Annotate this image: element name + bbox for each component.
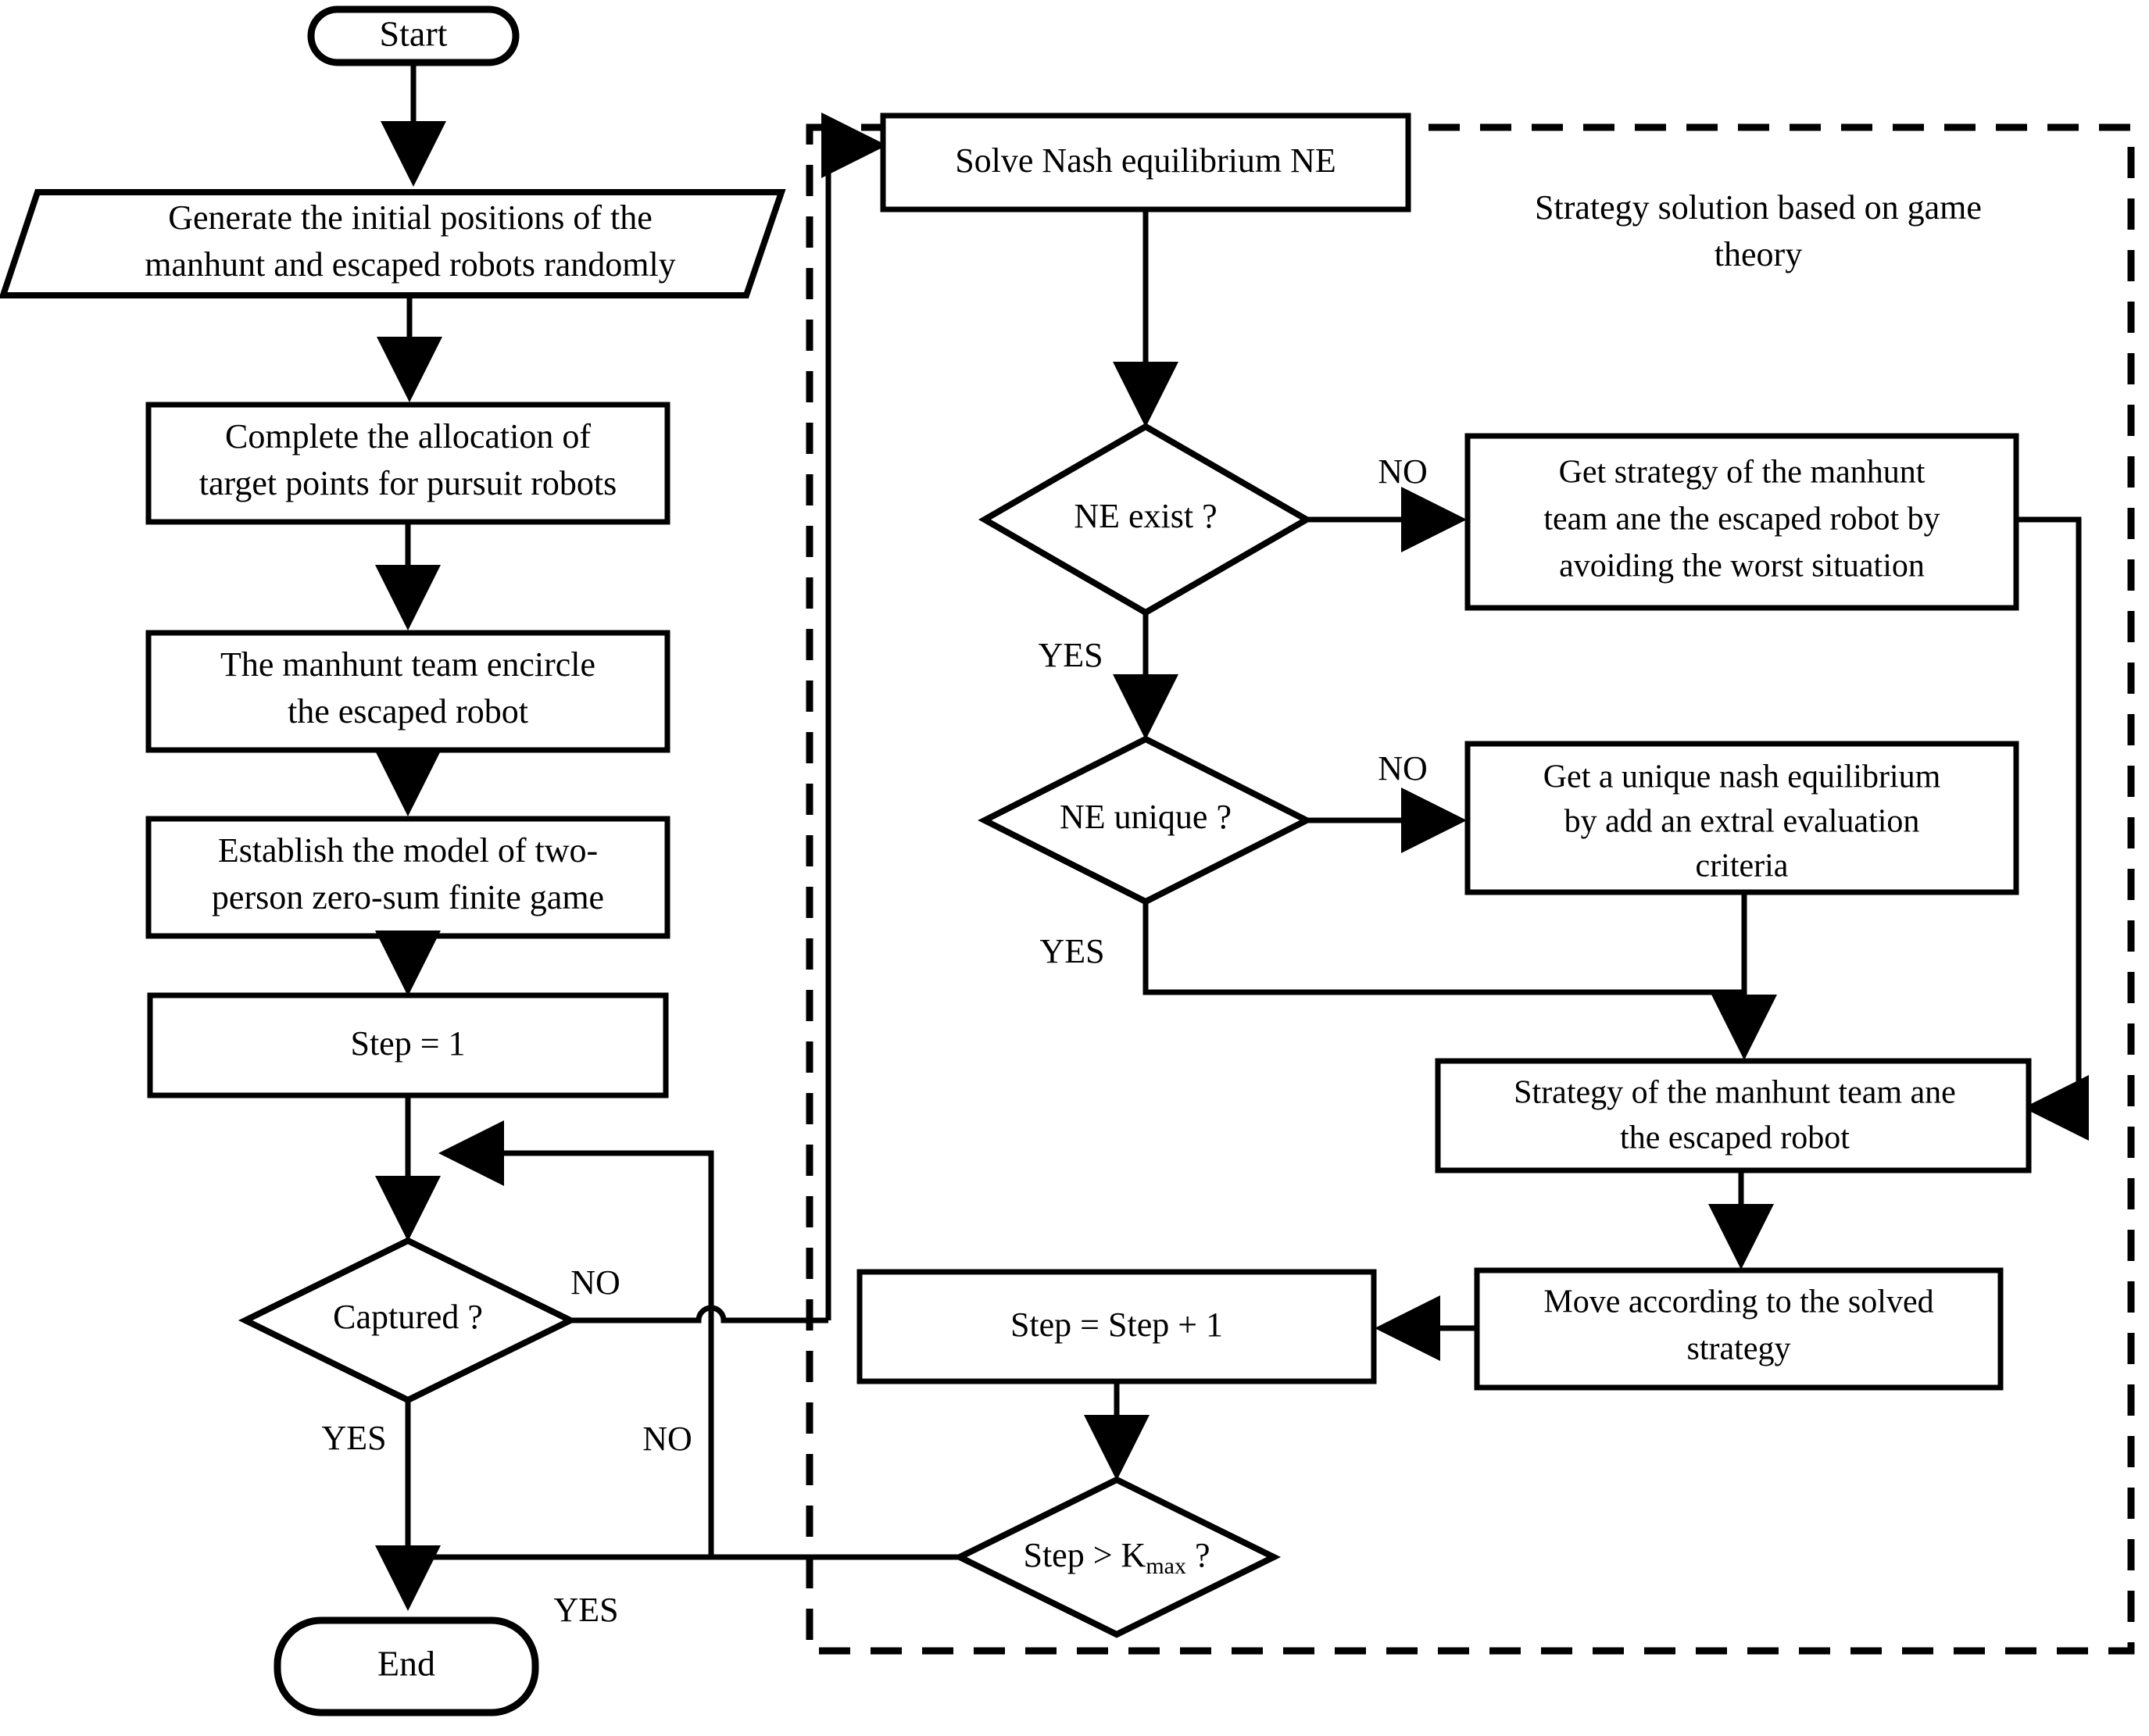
solve-ne-label: Solve Nash equilibrium NE xyxy=(955,141,1336,180)
captured-label: Captured ? xyxy=(333,1298,483,1336)
edge-captured-no-right xyxy=(570,1305,828,1323)
ne-exist-label: NE exist ? xyxy=(1074,497,1217,535)
worst-line3: avoiding the worst situation xyxy=(1559,548,1925,584)
extra-criteria-box xyxy=(1464,741,2019,895)
worst-line2: team ane the escaped robot by xyxy=(1543,502,1940,538)
step-increment-label: Step = Step + 1 xyxy=(1010,1306,1223,1344)
criteria-line3: criteria xyxy=(1696,848,1789,884)
step-init-label: Step = 1 xyxy=(350,1024,465,1063)
edge-ne-unique-yes xyxy=(1142,902,1744,995)
model-line2: person zero-sum finite game xyxy=(212,878,604,916)
generate-positions-line2: manhunt and escaped robots randomly xyxy=(145,245,675,284)
ne-exist-yes-label: YES xyxy=(1038,636,1103,674)
encircle-line1: The manhunt team encircle xyxy=(220,645,595,684)
criteria-line1: Get a unique nash equilibrium xyxy=(1543,759,1941,795)
strategy-result-box xyxy=(1435,1058,2032,1173)
start-label: Start xyxy=(380,14,448,54)
criteria-line2: by add an extral evaluation xyxy=(1564,804,1920,840)
step-increment-box xyxy=(856,1269,1377,1384)
allocate-line1: Complete the allocation of xyxy=(225,417,591,455)
step-init-box xyxy=(147,992,669,1098)
strategy-result-line1: Strategy of the manhunt team ane xyxy=(1514,1075,1956,1111)
kmax-suffix: ? xyxy=(1186,1536,1210,1574)
generate-positions-parallelogram xyxy=(0,189,786,298)
group-annotation-line1: Strategy solution based on game xyxy=(1535,188,1982,227)
ne-unique-yes-label: YES xyxy=(1039,932,1104,970)
model-line1: Establish the model of two- xyxy=(218,831,598,870)
allocate-line2: target points for pursuit robots xyxy=(199,464,617,502)
edge-worst-to-strategy-result xyxy=(2016,516,2089,1141)
encircle-box xyxy=(145,630,670,753)
end-label: End xyxy=(377,1644,435,1684)
worst-line1: Get strategy of the manhunt xyxy=(1559,455,1926,491)
game-theory-group-box xyxy=(806,123,2135,1655)
kmax-yes-label: YES xyxy=(553,1591,618,1629)
encircle-line2: the escaped robot xyxy=(288,692,528,730)
ne-unique-no-label: NO xyxy=(1378,749,1428,788)
kmax-no-label: NO xyxy=(642,1420,692,1458)
kmax-subscript: max xyxy=(1146,1553,1186,1579)
group-annotation-line2: theory xyxy=(1715,235,1802,273)
kmax-label: Step > Kmax ? xyxy=(1023,1536,1210,1579)
captured-no-label: NO xyxy=(570,1263,620,1302)
move-line1: Move according to the solved xyxy=(1543,1284,1933,1320)
edge-kmax-no-return xyxy=(438,1120,714,1557)
strategy-result-line2: the escaped robot xyxy=(1620,1120,1850,1156)
worst-situation-box xyxy=(1464,433,2019,611)
solve-nash-equilibrium-box xyxy=(880,113,1411,213)
kmax-decision-diamond xyxy=(952,1476,1282,1638)
generate-positions-line1: Generate the initial positions of the xyxy=(168,198,653,237)
edge-loop-to-solve-ne xyxy=(821,113,887,1320)
captured-yes-label: YES xyxy=(321,1419,386,1457)
ne-exist-no-label: NO xyxy=(1378,452,1428,491)
kmax-prefix: Step > K xyxy=(1023,1536,1146,1574)
end-terminator xyxy=(274,1616,539,1716)
ne-unique-label: NE unique ? xyxy=(1060,798,1232,836)
move-line2: strategy xyxy=(1687,1331,1791,1367)
